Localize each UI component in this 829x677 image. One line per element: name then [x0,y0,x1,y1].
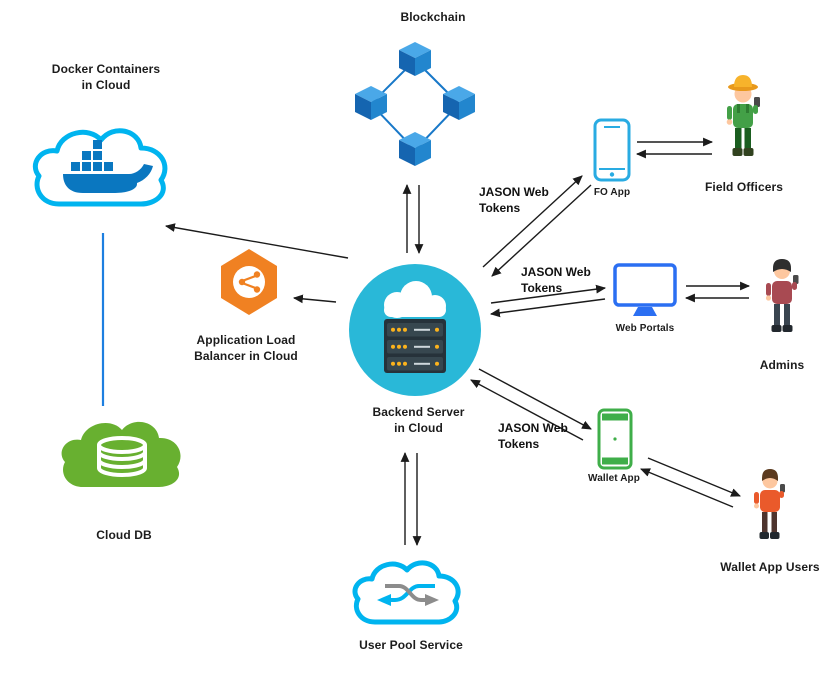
arrow-wallet-to-backend [470,379,584,441]
docker-whale-icon [63,140,153,193]
docker-cloud-icon [32,128,168,207]
phone-in-hand [754,97,760,107]
arrow-group [164,137,751,547]
cube-top [399,42,431,76]
wallet-app-users-label: Wallet App Users [720,560,820,574]
arrow-backend-to-webportals [490,284,607,304]
arrow-backend-to-docker [164,223,349,259]
arrow-foapp-to-backend [491,184,592,277]
cube-left [355,86,387,120]
arrow-wallet-to-users [647,457,741,497]
cube-right [443,86,475,120]
farmer-person-icon [726,75,760,156]
user-pool-label: User Pool Service [359,638,463,652]
backend-server-label: Backend Server in Cloud [372,405,465,435]
cube-bottom [399,132,431,166]
shuffle-cloud-icon [352,560,461,625]
monitor-icon [613,263,677,316]
blockchain-cubes-icon [355,42,475,166]
database-cloud-icon [61,421,181,487]
admins-label: Admins [759,358,805,372]
web-portals-label: Web Portals [615,323,675,334]
arrow-webportals-to-backend [489,298,606,318]
arrow-backend-to-foapp [482,175,583,268]
arrow-users-to-wallet [640,468,734,508]
cloud-server-circle-icon [349,264,481,396]
cloud-shape [384,281,446,318]
jwt-label-web-portals: JASON Web Tokens [521,265,591,296]
smartphone-green-icon [597,408,633,470]
blockchain-label: Blockchain [400,10,466,24]
field-officers-label: Field Officers [704,180,784,194]
database-cylinder-icon [97,436,147,477]
phone-in-hand [780,484,785,493]
fo-app-label: FO App [593,187,631,198]
swap-arrow-right [385,584,427,602]
wallet-app-label: Wallet App [588,473,640,484]
cloud-db-label: Cloud DB [96,528,152,542]
user-person-icon [754,469,785,539]
jwt-label-fo-app: JASON Web Tokens [479,185,549,216]
phone-in-hand [793,275,799,284]
docker-containers-label: Docker Containers in Cloud [51,62,161,92]
jwt-label-wallet-app: JASON Web Tokens [498,421,568,452]
server-leds [391,327,439,366]
smartphone-icon [593,118,631,182]
arrow-backend-to-wallet [478,368,592,430]
admin-person-icon [765,259,799,332]
load-balancer-label: Application Load Balancer in Cloud [194,333,298,363]
load-balancer-hexagon-icon [221,249,277,315]
arrow-backend-to-alb [292,294,337,304]
